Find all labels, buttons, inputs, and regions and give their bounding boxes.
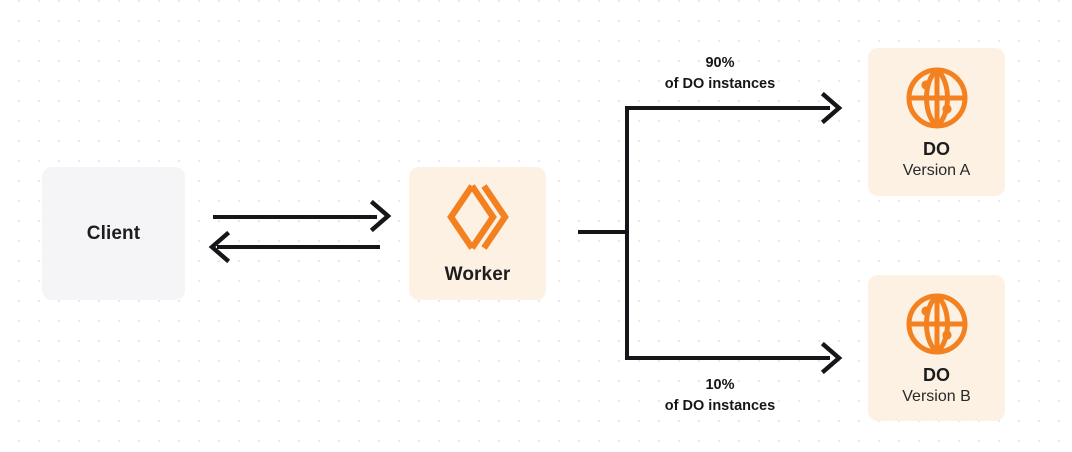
edge-worker-to-do-a-line	[625, 106, 830, 110]
node-worker: Worker	[409, 167, 546, 300]
edge-label-do-a-caption: of DO instances	[664, 75, 776, 92]
node-do-version-a-label: DO	[923, 138, 950, 159]
node-client-label: Client	[86, 222, 141, 244]
node-do-version-a-sublabel: Version A	[902, 161, 971, 179]
edge-client-to-worker-line	[213, 215, 377, 219]
node-do-version-b: DO Version B	[868, 275, 1005, 421]
node-worker-label: Worker	[444, 264, 511, 286]
edge-label-do-b: 10% of DO instances	[620, 375, 820, 416]
node-client: Client	[42, 167, 185, 300]
edge-worker-branch-stub	[578, 230, 629, 234]
node-do-version-a: DO Version A	[868, 48, 1005, 196]
durable-object-globe-icon	[904, 65, 970, 131]
edge-branch-trunk	[625, 106, 629, 360]
node-do-version-b-label: DO	[923, 364, 950, 385]
edge-label-do-a-percent: 90%	[705, 55, 735, 71]
durable-object-globe-icon	[904, 291, 970, 357]
edge-label-do-a: 90% of DO instances	[620, 53, 820, 94]
edge-label-do-b-percent: 10%	[705, 377, 735, 393]
edge-label-do-b-caption: of DO instances	[664, 397, 776, 414]
edge-worker-to-do-b-line	[625, 356, 830, 360]
cloudflare-workers-icon	[445, 180, 511, 254]
node-do-version-b-sublabel: Version B	[902, 387, 971, 405]
edge-worker-to-client-line	[217, 245, 380, 249]
